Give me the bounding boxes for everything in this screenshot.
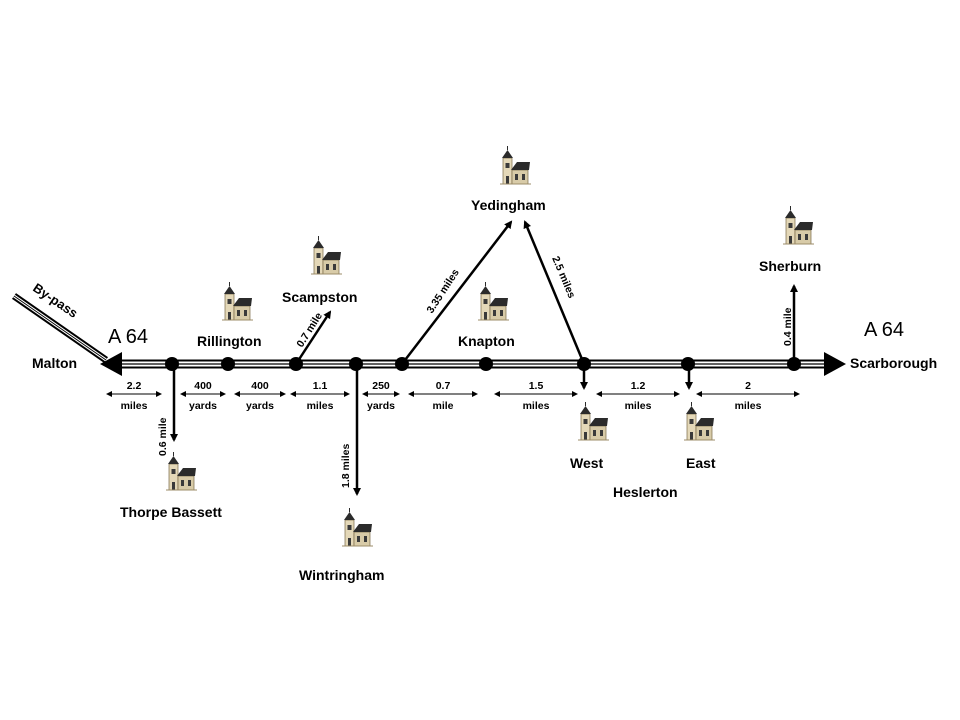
segment-arrow-head	[674, 391, 680, 397]
church-icon	[477, 281, 510, 321]
church-icon	[341, 507, 374, 547]
road-arrow-west	[100, 352, 122, 376]
segment-distance-unit: miles	[523, 400, 550, 412]
segment-arrow-head	[572, 391, 578, 397]
branch-distance-wintringham: 1.8 miles	[340, 443, 352, 488]
place-scampston: Scampston	[282, 289, 357, 305]
end-town-label: Scarborough	[850, 355, 937, 371]
church-icon	[221, 281, 254, 321]
segment-arrow-head	[408, 391, 414, 397]
place-wintringham: Wintringham	[299, 567, 384, 583]
junction-wintringham	[349, 357, 363, 371]
place-west: West	[570, 455, 604, 471]
segment-arrow-head	[472, 391, 478, 397]
segment-distance-unit: miles	[121, 400, 148, 412]
segment-arrow-head	[794, 391, 800, 397]
road-arrow-east	[824, 352, 846, 376]
branch-yedingham-right	[523, 220, 586, 365]
start-town-label: Malton	[32, 355, 77, 371]
church-icon	[499, 145, 532, 185]
segment-distance-unit: miles	[735, 400, 762, 412]
segment-distance-value: 1.1	[313, 380, 328, 392]
place-rillington: Rillington	[197, 333, 262, 349]
place-knapton: Knapton	[458, 333, 515, 349]
place-heslerton: Heslerton	[613, 484, 678, 500]
branch-roads	[170, 220, 798, 496]
segment-arrow-head	[106, 391, 112, 397]
segment-distance-value: 400	[194, 380, 212, 392]
segment-distance-unit: yards	[367, 400, 395, 412]
branch-yedingham-left	[401, 220, 513, 365]
segment-distance-value: 2.2	[127, 380, 142, 392]
segment-arrow-head	[280, 391, 286, 397]
segment-arrow-head	[596, 391, 602, 397]
segment-distances: 2.2 miles 400 yards 400 yards 1.1 miles 250 yards…	[106, 380, 800, 412]
junction-rillington	[221, 357, 235, 371]
road-name-left: A 64	[108, 326, 148, 348]
church-icon	[310, 235, 343, 275]
junction-thorpe-bassett	[165, 357, 179, 371]
segment-arrow-head	[344, 391, 350, 397]
segment-distance-value: 2	[745, 380, 751, 392]
junction-knapton	[479, 357, 493, 371]
segment-distance-unit: mile	[432, 400, 453, 412]
segment-distance-value: 0.7	[436, 380, 451, 392]
segment-distance-unit: miles	[625, 400, 652, 412]
segment-arrow-head	[394, 391, 400, 397]
segment-distance-unit: miles	[307, 400, 334, 412]
branch-scampston	[294, 310, 332, 365]
church-icon	[577, 401, 610, 441]
segment-distance-value: 250	[372, 380, 390, 392]
segment-distance-unit: yards	[189, 400, 217, 412]
segment-distance-unit: yards	[246, 400, 274, 412]
branch-distance-thorpe-bassett: 0.6 mile	[157, 417, 169, 456]
segment-arrow-head	[290, 391, 296, 397]
church-icon	[165, 451, 198, 491]
segment-distance-value: 1.5	[529, 380, 544, 392]
place-yedingham: Yedingham	[471, 197, 546, 213]
segment-arrow-head	[696, 391, 702, 397]
place-east: East	[686, 455, 716, 471]
church-icon	[683, 401, 716, 441]
segment-arrow-head	[362, 391, 368, 397]
segment-arrow-head	[220, 391, 226, 397]
bypass-road	[12, 293, 108, 363]
segment-distance-value: 400	[251, 380, 269, 392]
place-sherburn: Sherburn	[759, 258, 821, 274]
segment-arrow-head	[180, 391, 186, 397]
road-name-right: A 64	[864, 319, 904, 341]
segment-arrow-head	[156, 391, 162, 397]
segment-distance-value: 1.2	[631, 380, 646, 392]
branch-distance-sherburn: 0.4 mile	[782, 307, 794, 346]
segment-arrow-head	[234, 391, 240, 397]
church-icon	[782, 205, 815, 245]
segment-arrow-head	[494, 391, 500, 397]
main-road	[100, 352, 846, 376]
place-thorpe-bassett: Thorpe Bassett	[120, 504, 222, 520]
